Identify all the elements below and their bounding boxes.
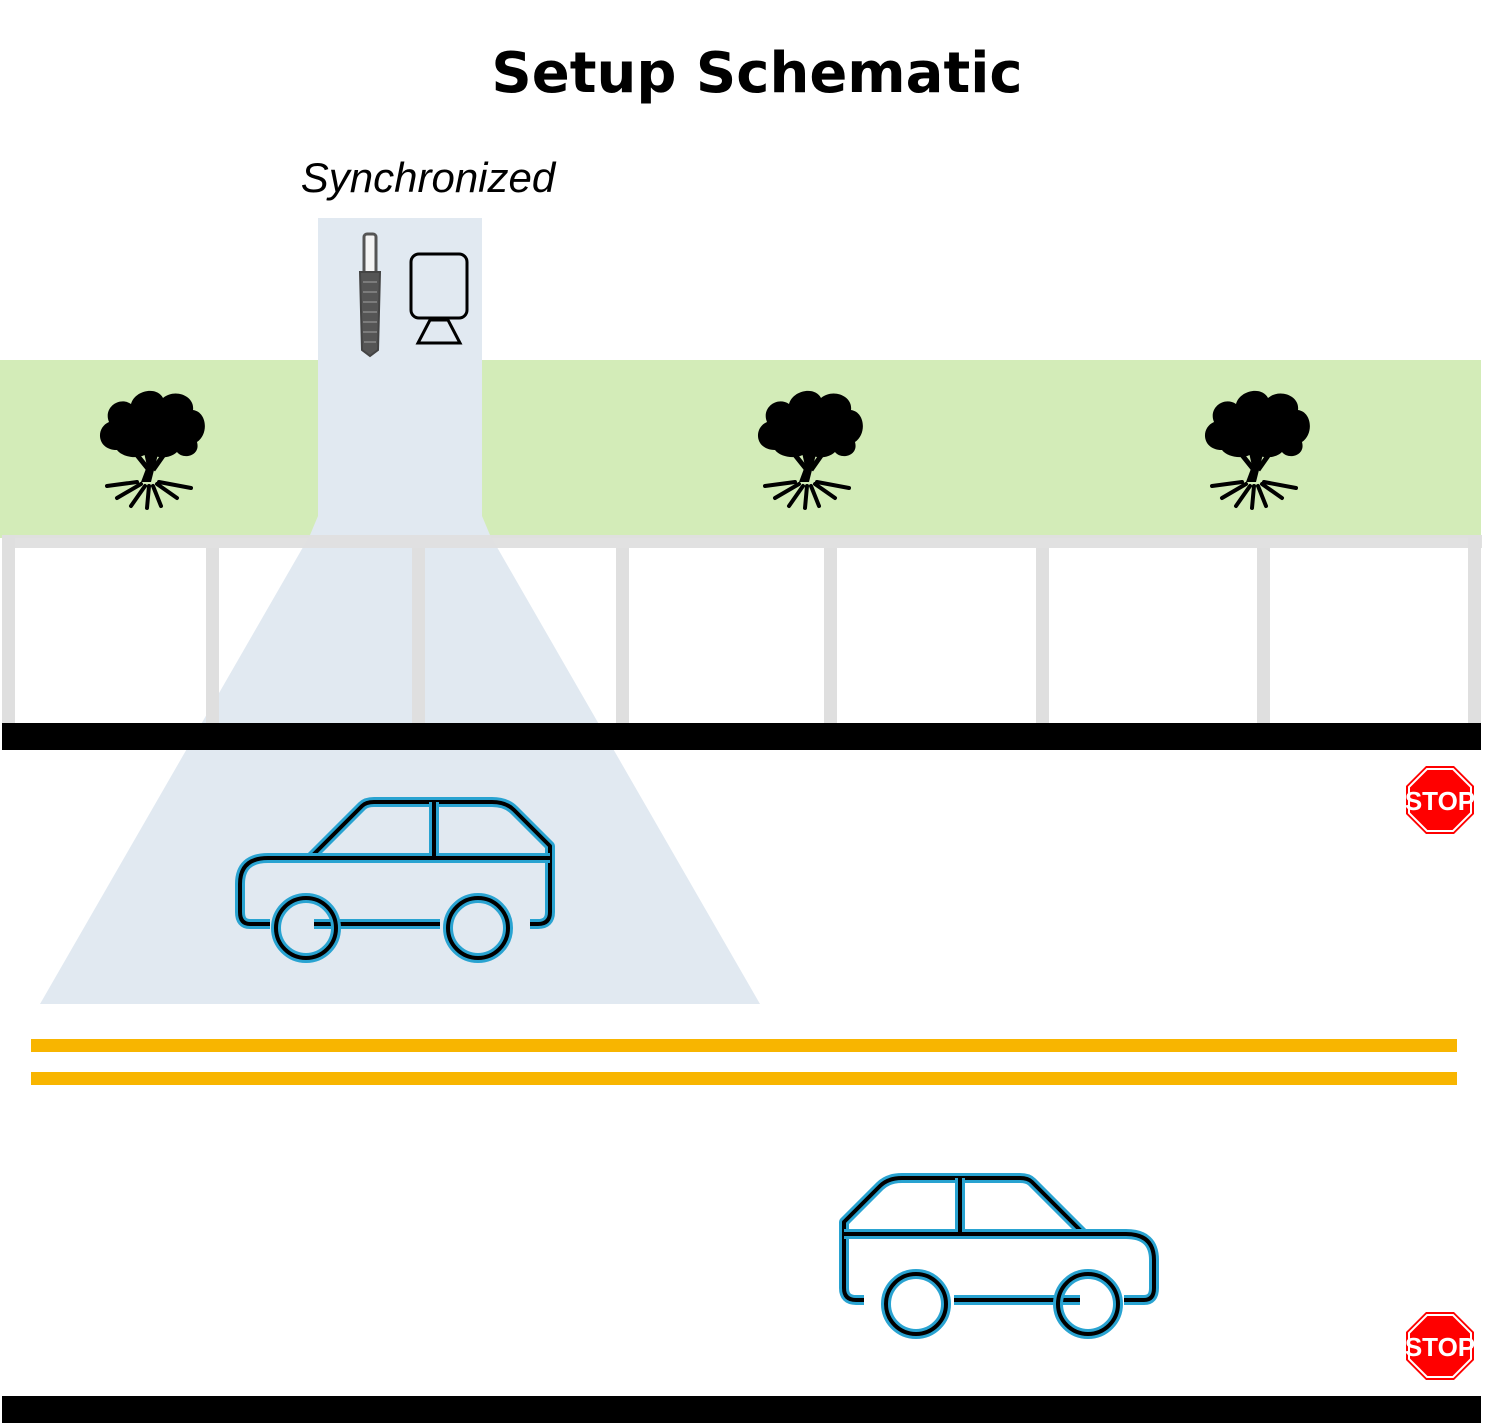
page-title: Setup Schematic	[491, 41, 1022, 106]
fence-post	[2, 535, 15, 725]
lane-divider-line	[31, 1039, 1457, 1052]
fence-post	[616, 548, 629, 725]
sensor-field-of-view	[40, 535, 760, 1004]
sensor-rod-icon	[358, 232, 382, 358]
fence-post	[412, 548, 425, 725]
lane-divider-line	[31, 1072, 1457, 1085]
fence-post	[1257, 548, 1270, 725]
fence-post	[1468, 535, 1481, 725]
road-edge-top	[2, 723, 1481, 750]
car-icon	[844, 1178, 1154, 1334]
sensor-mount-area	[318, 218, 482, 538]
road-edge-bottom	[2, 1396, 1481, 1423]
fence-post	[824, 548, 837, 725]
stop-sign-icon: STOP	[1405, 1311, 1475, 1381]
stop-sign-text: STOP	[1405, 1332, 1475, 1362]
camera-icon	[409, 252, 469, 345]
fence-post	[1036, 548, 1049, 725]
sensor-label: Synchronized	[301, 154, 557, 201]
sensor-mount-base	[310, 516, 490, 535]
stop-sign-text: STOP	[1405, 786, 1475, 816]
fence	[2, 535, 1482, 725]
fence-rail	[2, 535, 1482, 548]
stop-sign-icon: STOP	[1405, 765, 1475, 835]
fence-post	[206, 548, 219, 725]
